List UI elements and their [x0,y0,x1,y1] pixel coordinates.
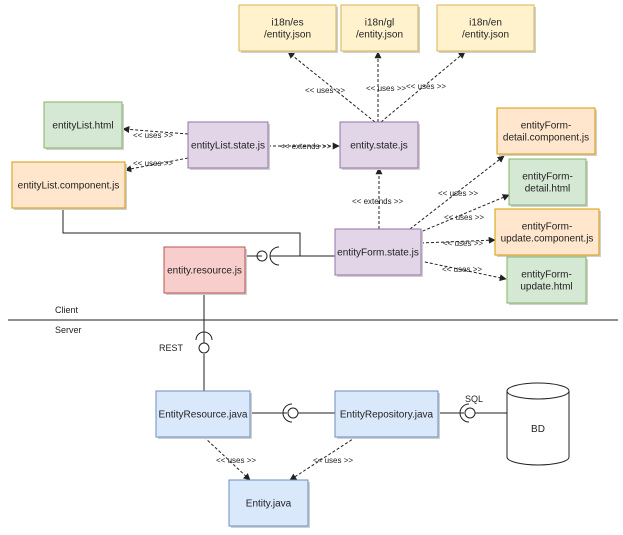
rest-label: REST [159,343,184,353]
edge-repository-java-to-entity [289,436,357,481]
database-label: BD [531,424,545,435]
uses-label: << uses >> [133,159,173,168]
rest-ball [198,342,210,354]
node-label-line: /entity.json [462,30,509,41]
node-label-line: entityForm- [521,270,572,281]
node-label-line: /entity.json [356,30,403,41]
node-label-line: Entity.java [246,499,292,510]
node-box [43,101,123,149]
node-entityform-detail-html[interactable]: entityForm-detail.html [508,158,588,207]
node-box [334,390,439,438]
uses-label: << uses >> [216,456,256,465]
rest-socket [195,331,213,341]
uses-label: << uses >> [366,84,406,93]
uses-label: << uses >> [305,86,345,95]
edge-list-state-to-list-html [122,125,189,135]
uses-label: << uses >> [406,82,446,91]
connector-list-component-to-form-state [62,209,335,257]
node-box [339,121,419,169]
node-box [334,228,422,276]
node-label-line: entity.resource.js [167,266,242,277]
node-box [187,121,269,169]
resource-socket [282,403,293,423]
dependency-edges [122,51,510,481]
uses-label: << uses >> [438,189,478,198]
node-box [340,4,419,52]
edge-resource-java-to-entity [203,436,251,481]
node-label-line: entityForm.state.js [337,248,419,259]
edge-labels: << uses >> << uses >> << uses >> << uses… [133,82,484,465]
node-entityresource-java[interactable]: EntityResource.java [155,390,252,439]
edge-form-state-to-detail-html [417,194,510,234]
node-box [11,161,126,209]
node-entityform-update-html[interactable]: entityForm-update.html [506,256,588,305]
sql-label: SQL [465,394,483,404]
node-box [238,4,337,52]
node-entitylist-state[interactable]: entityList.state.js [187,121,270,170]
node-i18n-es[interactable]: i18n/es/entity.json [238,4,338,53]
node-entityform-state[interactable]: entityForm.state.js [334,228,423,277]
resource-ball [287,407,299,419]
node-entitylist-html[interactable]: entityList.html [43,101,124,150]
node-label-line: entityForm- [522,172,573,183]
node-label-line: update.component.js [501,234,594,245]
node-label-line: EntityRepository.java [340,410,434,421]
uses-label: << uses >> [443,239,483,248]
node-i18n-gl[interactable]: i18n/gl/entity.json [340,4,420,53]
node-box [436,4,535,52]
database-top [506,382,570,400]
edge-entity-state-to-i18n-es [287,51,376,123]
uses-label: << uses >> [442,265,482,274]
node-label-line: i18n/es [271,18,303,29]
uses-label: << uses >> [133,131,173,140]
node-box [494,208,600,256]
node-label-line: /entity.json [264,30,311,41]
node-entityform-detail-component[interactable]: entityForm-detail.component.js [496,107,597,156]
node-label-line: entityList.html [52,121,113,132]
node-label-line: entityForm- [522,222,573,233]
node-label-line: i18n/en [469,18,502,29]
edge-list-state-to-list-component [124,157,189,173]
node-label-line: entityList.component.js [18,181,120,192]
extends-label: << extends >> [352,197,403,206]
node-entityrepository-java[interactable]: EntityRepository.java [334,390,440,439]
node-label-line: entityList.state.js [191,141,265,152]
edge-form-state-to-update-component [420,236,496,244]
interface-connectors [62,209,507,423]
uses-label: << uses >> [313,456,353,465]
client-label: Client [55,305,79,315]
server-label: Server [55,325,82,335]
uses-label: << uses >> [444,213,484,222]
extends-label: << extends >> [280,142,331,151]
node-box [163,246,246,294]
node-entity-state[interactable]: entity.state.js [339,121,420,170]
provided-interface-ball [256,250,268,262]
node-label-line: entityForm- [521,121,572,132]
edge-entity-state-to-i18n-en [380,51,466,123]
sql-ball [464,407,476,419]
node-box [155,390,251,438]
node-label-line: entity.state.js [350,141,408,152]
node-box [496,107,596,155]
node-box [508,158,587,206]
node-entitylist-component[interactable]: entityList.component.js [11,161,127,210]
node-label-line: detail.component.js [503,133,589,144]
sql-socket [459,403,470,423]
node-label-line: detail.html [525,184,571,195]
node-entity-resource[interactable]: entity.resource.js [163,246,247,295]
node-entityform-update-component[interactable]: entityForm-update.component.js [494,208,601,257]
node-box [506,256,587,304]
node-entity-java[interactable]: Entity.java [228,479,310,528]
node-label-line: i18n/gl [365,18,394,29]
node-label-line: update.html [520,282,572,293]
database-body [506,391,570,466]
node-label-line: EntityResource.java [159,410,248,421]
node-box [228,479,309,527]
node-i18n-en[interactable]: i18n/en/entity.json [436,4,536,53]
node-bd-database[interactable]: BD [506,382,570,466]
